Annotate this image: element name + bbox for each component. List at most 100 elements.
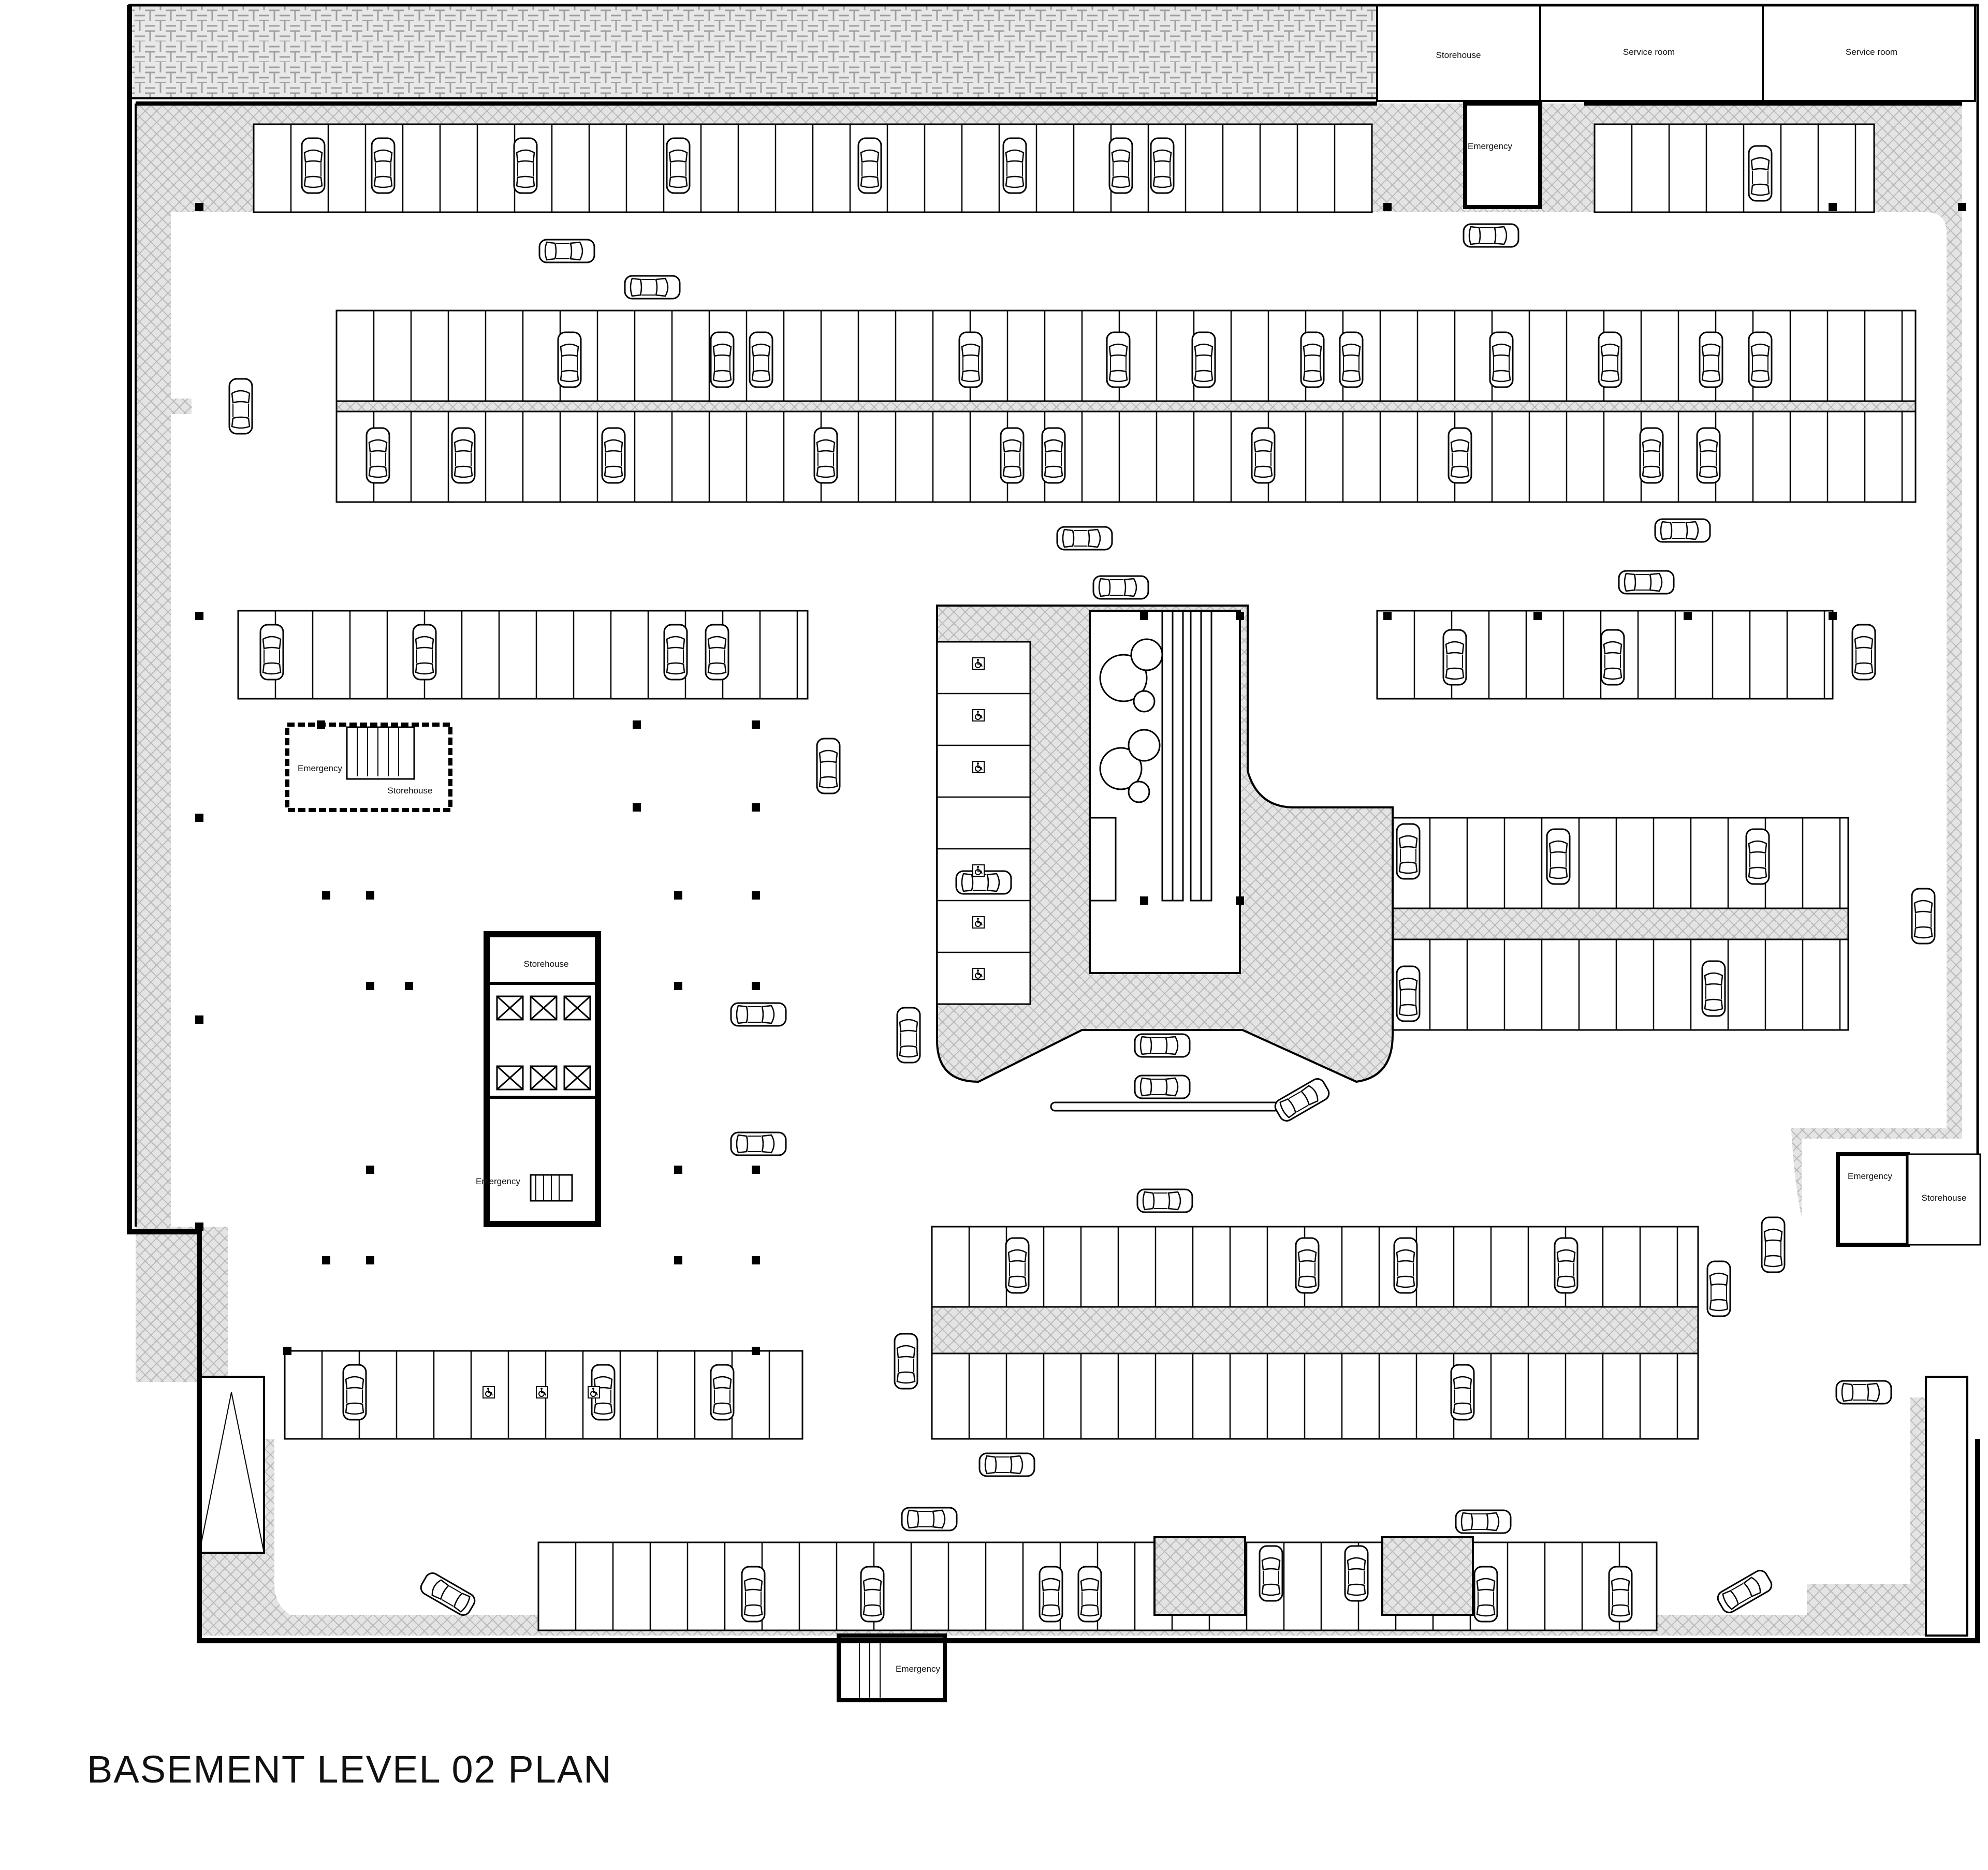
central-atrium (936, 605, 1394, 1112)
car-icon (1077, 1566, 1102, 1623)
column (752, 982, 760, 990)
column (752, 1256, 760, 1264)
car-icon (451, 427, 476, 484)
car-icon (1108, 137, 1133, 194)
car-icon (1442, 629, 1467, 686)
columns (195, 203, 1966, 1355)
car-icon (513, 137, 538, 194)
car-icon (1251, 427, 1276, 484)
car-icon (1546, 828, 1571, 885)
column (1829, 203, 1837, 211)
car-icon (1835, 1380, 1892, 1405)
column (1383, 203, 1392, 211)
room-labels: Storehouse Service room Service room Eme… (298, 47, 1966, 1674)
car-icon (666, 137, 691, 194)
column (752, 720, 760, 729)
bay-lines (274, 124, 1903, 1630)
car-icon (710, 1364, 735, 1421)
wheelchair-icon (972, 916, 985, 929)
car-icon (1000, 427, 1025, 484)
right-service-rooms (1836, 1152, 1981, 1247)
column (317, 720, 325, 729)
car-icon (1092, 575, 1149, 600)
car-icon (1150, 137, 1175, 194)
car-icon (1396, 823, 1421, 880)
car-icon (1455, 1509, 1512, 1534)
top-right-rooms (1376, 4, 1976, 209)
car-icon (342, 1364, 367, 1421)
tree-icon (1099, 638, 1163, 803)
storehouse-left-label: Storehouse (388, 786, 433, 796)
car-icon (901, 1507, 958, 1532)
emergency-core-label: Emergency (476, 1176, 520, 1186)
car-icon (1393, 1237, 1418, 1294)
car-icon (1450, 1364, 1475, 1421)
column (405, 982, 413, 990)
column (1236, 612, 1244, 620)
car-icon (1473, 1566, 1498, 1623)
column (1236, 896, 1244, 905)
car-icon (1339, 331, 1364, 388)
column (633, 803, 641, 812)
car-icon (1106, 331, 1131, 388)
car-icon (1701, 960, 1726, 1017)
column (322, 1256, 330, 1264)
car-icon (1851, 624, 1876, 681)
column (195, 1015, 203, 1024)
wheelchair-icon (483, 1386, 495, 1398)
car-icon (1618, 570, 1675, 595)
car-icon (1748, 145, 1773, 202)
car-icon (749, 331, 773, 388)
column (366, 982, 374, 990)
service-room-1-label: Service room (1623, 47, 1675, 57)
car-icon (1654, 518, 1711, 543)
column (752, 803, 760, 812)
car-icon (557, 331, 582, 388)
column (283, 1347, 291, 1355)
car-icon (366, 427, 390, 484)
column (1829, 612, 1837, 620)
wheelchair-icon (972, 864, 985, 877)
column (633, 720, 641, 729)
car-icon (228, 378, 253, 435)
emergency-left-label: Emergency (298, 763, 342, 773)
car-icon (1598, 331, 1622, 388)
car-icon (860, 1566, 885, 1623)
car-icon (1300, 331, 1325, 388)
car-icon (958, 331, 983, 388)
wheelchair-icon (536, 1386, 548, 1398)
car-icon (1134, 1074, 1191, 1099)
wheelchair-icon (972, 968, 985, 980)
car-icon (710, 331, 735, 388)
column (1383, 612, 1392, 620)
car-icon (601, 427, 626, 484)
column (674, 982, 682, 990)
car-icon (978, 1452, 1035, 1477)
left-service-core (285, 723, 452, 812)
car-icon (371, 137, 396, 194)
car-icon (857, 137, 882, 194)
car-icon (1911, 888, 1936, 945)
car-icon (730, 1002, 787, 1027)
wheelchair-icon (972, 657, 985, 670)
car-icon (1134, 1033, 1191, 1058)
car-icon (1136, 1188, 1193, 1213)
emergency-top-label: Emergency (1468, 141, 1512, 151)
emergency-bottom-label: Emergency (896, 1664, 940, 1674)
car-icon (1699, 331, 1723, 388)
column (195, 814, 203, 822)
car-icon (1600, 629, 1625, 686)
wheelchair-icon (588, 1386, 600, 1398)
column (195, 612, 203, 620)
car-icon (259, 624, 284, 681)
car-icon (894, 1333, 918, 1390)
storehouse-right-label: Storehouse (1922, 1193, 1967, 1203)
service-room-2-label: Service room (1846, 47, 1897, 57)
islands (335, 400, 1917, 1354)
paving-strip (128, 4, 1378, 99)
car-icon (1639, 427, 1664, 484)
wheelchair-icon (972, 709, 985, 722)
column (752, 1166, 760, 1174)
car-icon (663, 624, 688, 681)
car-icon (1396, 965, 1421, 1022)
